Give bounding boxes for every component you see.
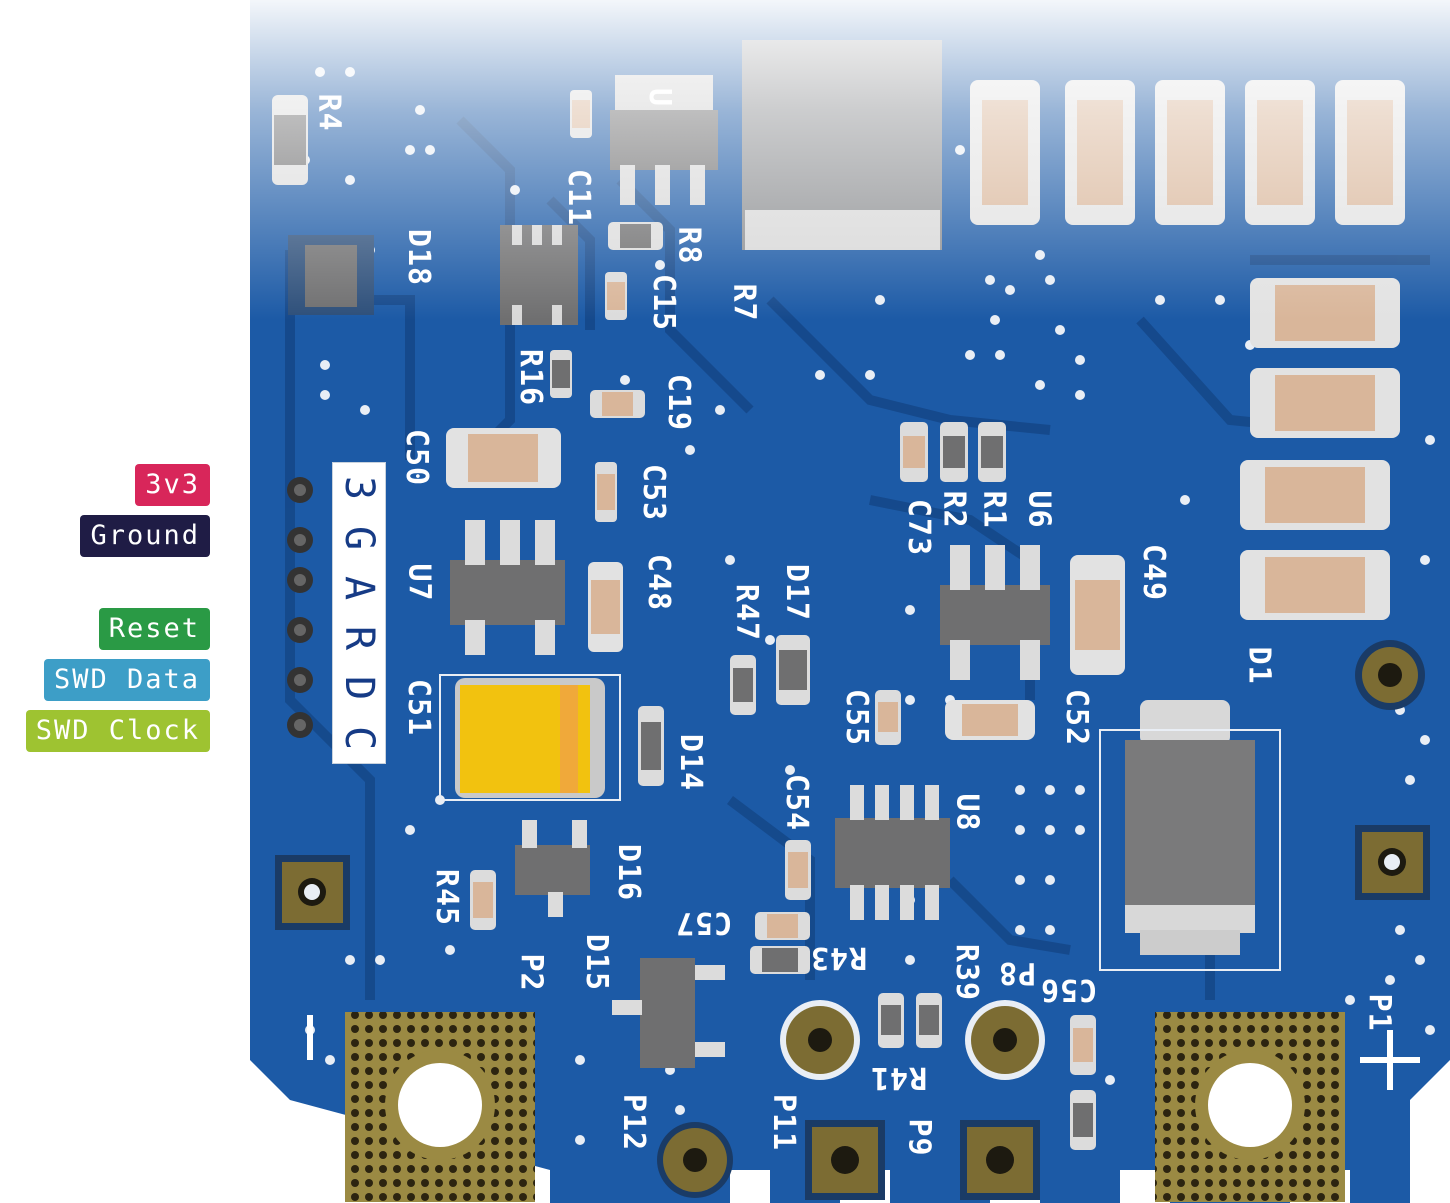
silk-u7: U7	[401, 563, 437, 602]
diode-d1-tab	[1140, 700, 1230, 745]
silk-c15: C15	[646, 273, 682, 332]
silk-u8: U8	[949, 793, 985, 832]
silk-c57: C57	[675, 905, 733, 940]
silk-c51: C51	[401, 678, 437, 737]
silk-c49: C49	[1136, 543, 1172, 602]
round-pads	[657, 640, 1425, 1198]
silk-r2: R2	[936, 490, 972, 529]
polarity-marks	[307, 1015, 1420, 1090]
pin-letter-g: G	[336, 525, 382, 551]
pin-label-3v3: 3v3	[135, 464, 210, 506]
silk-p8: P8	[998, 955, 1037, 990]
pin-label-ground: Ground	[80, 515, 210, 557]
silk-r16: R16	[513, 348, 549, 407]
silk-d1: D1	[1241, 646, 1277, 685]
pin-letter-3: 3	[336, 475, 382, 501]
silk-u6: U6	[1021, 490, 1057, 529]
silk-d14: D14	[673, 733, 709, 792]
silk-r8: R8	[671, 226, 707, 265]
silk-r1: R1	[976, 490, 1012, 529]
silk-r4: R4	[311, 93, 347, 132]
silk-r47: R47	[729, 583, 765, 642]
pin-strip-legend: 3 G A R D C	[332, 462, 386, 764]
pin-letter-d: D	[336, 675, 382, 701]
pcb-board: R4 D18 C11 U R8 C15 R7 R16 C19 C50 C53 C…	[250, 0, 1450, 1203]
silk-d15: D15	[579, 933, 615, 992]
silk-c54: C54	[779, 773, 815, 832]
silk-r39: R39	[949, 943, 985, 1002]
silk-d17: D17	[779, 563, 815, 622]
silk-u: U	[642, 87, 678, 108]
silk-c73: C73	[901, 498, 937, 557]
pin-letter-a: A	[336, 575, 382, 601]
silk-c11: C11	[561, 168, 597, 227]
silk-c56: C56	[1040, 972, 1098, 1007]
silk-c50: C50	[399, 428, 435, 487]
pin-letter-c: C	[336, 725, 382, 751]
header-pins	[287, 477, 313, 738]
pin-label-swd-clock: SWD Clock	[25, 710, 210, 752]
silk-r41: R41	[870, 1060, 928, 1095]
silk-c53: C53	[636, 463, 672, 522]
silk-c48: C48	[641, 553, 677, 612]
silk-p2: P2	[513, 953, 549, 992]
silk-p11: P11	[766, 1093, 802, 1152]
pin-label-reset: Reset	[98, 608, 210, 650]
silk-r7: R7	[726, 283, 762, 322]
diode-d1	[1125, 740, 1255, 910]
silk-c55: C55	[839, 688, 875, 747]
silk-p1: P1	[1361, 993, 1397, 1032]
silk-d16: D16	[611, 843, 647, 902]
pin-label-swd-data: SWD Data	[43, 659, 210, 701]
pin-letter-r: R	[336, 625, 382, 651]
silk-p9: P9	[901, 1118, 937, 1157]
silk-d18: D18	[401, 228, 437, 287]
silk-p12: P12	[616, 1093, 652, 1152]
silk-r45: R45	[429, 868, 465, 927]
square-pads	[275, 825, 1430, 1200]
silk-c52: C52	[1059, 688, 1095, 747]
silk-r43: R43	[810, 940, 868, 975]
mounting-pads	[345, 1012, 1345, 1202]
silk-c19: C19	[661, 373, 697, 432]
